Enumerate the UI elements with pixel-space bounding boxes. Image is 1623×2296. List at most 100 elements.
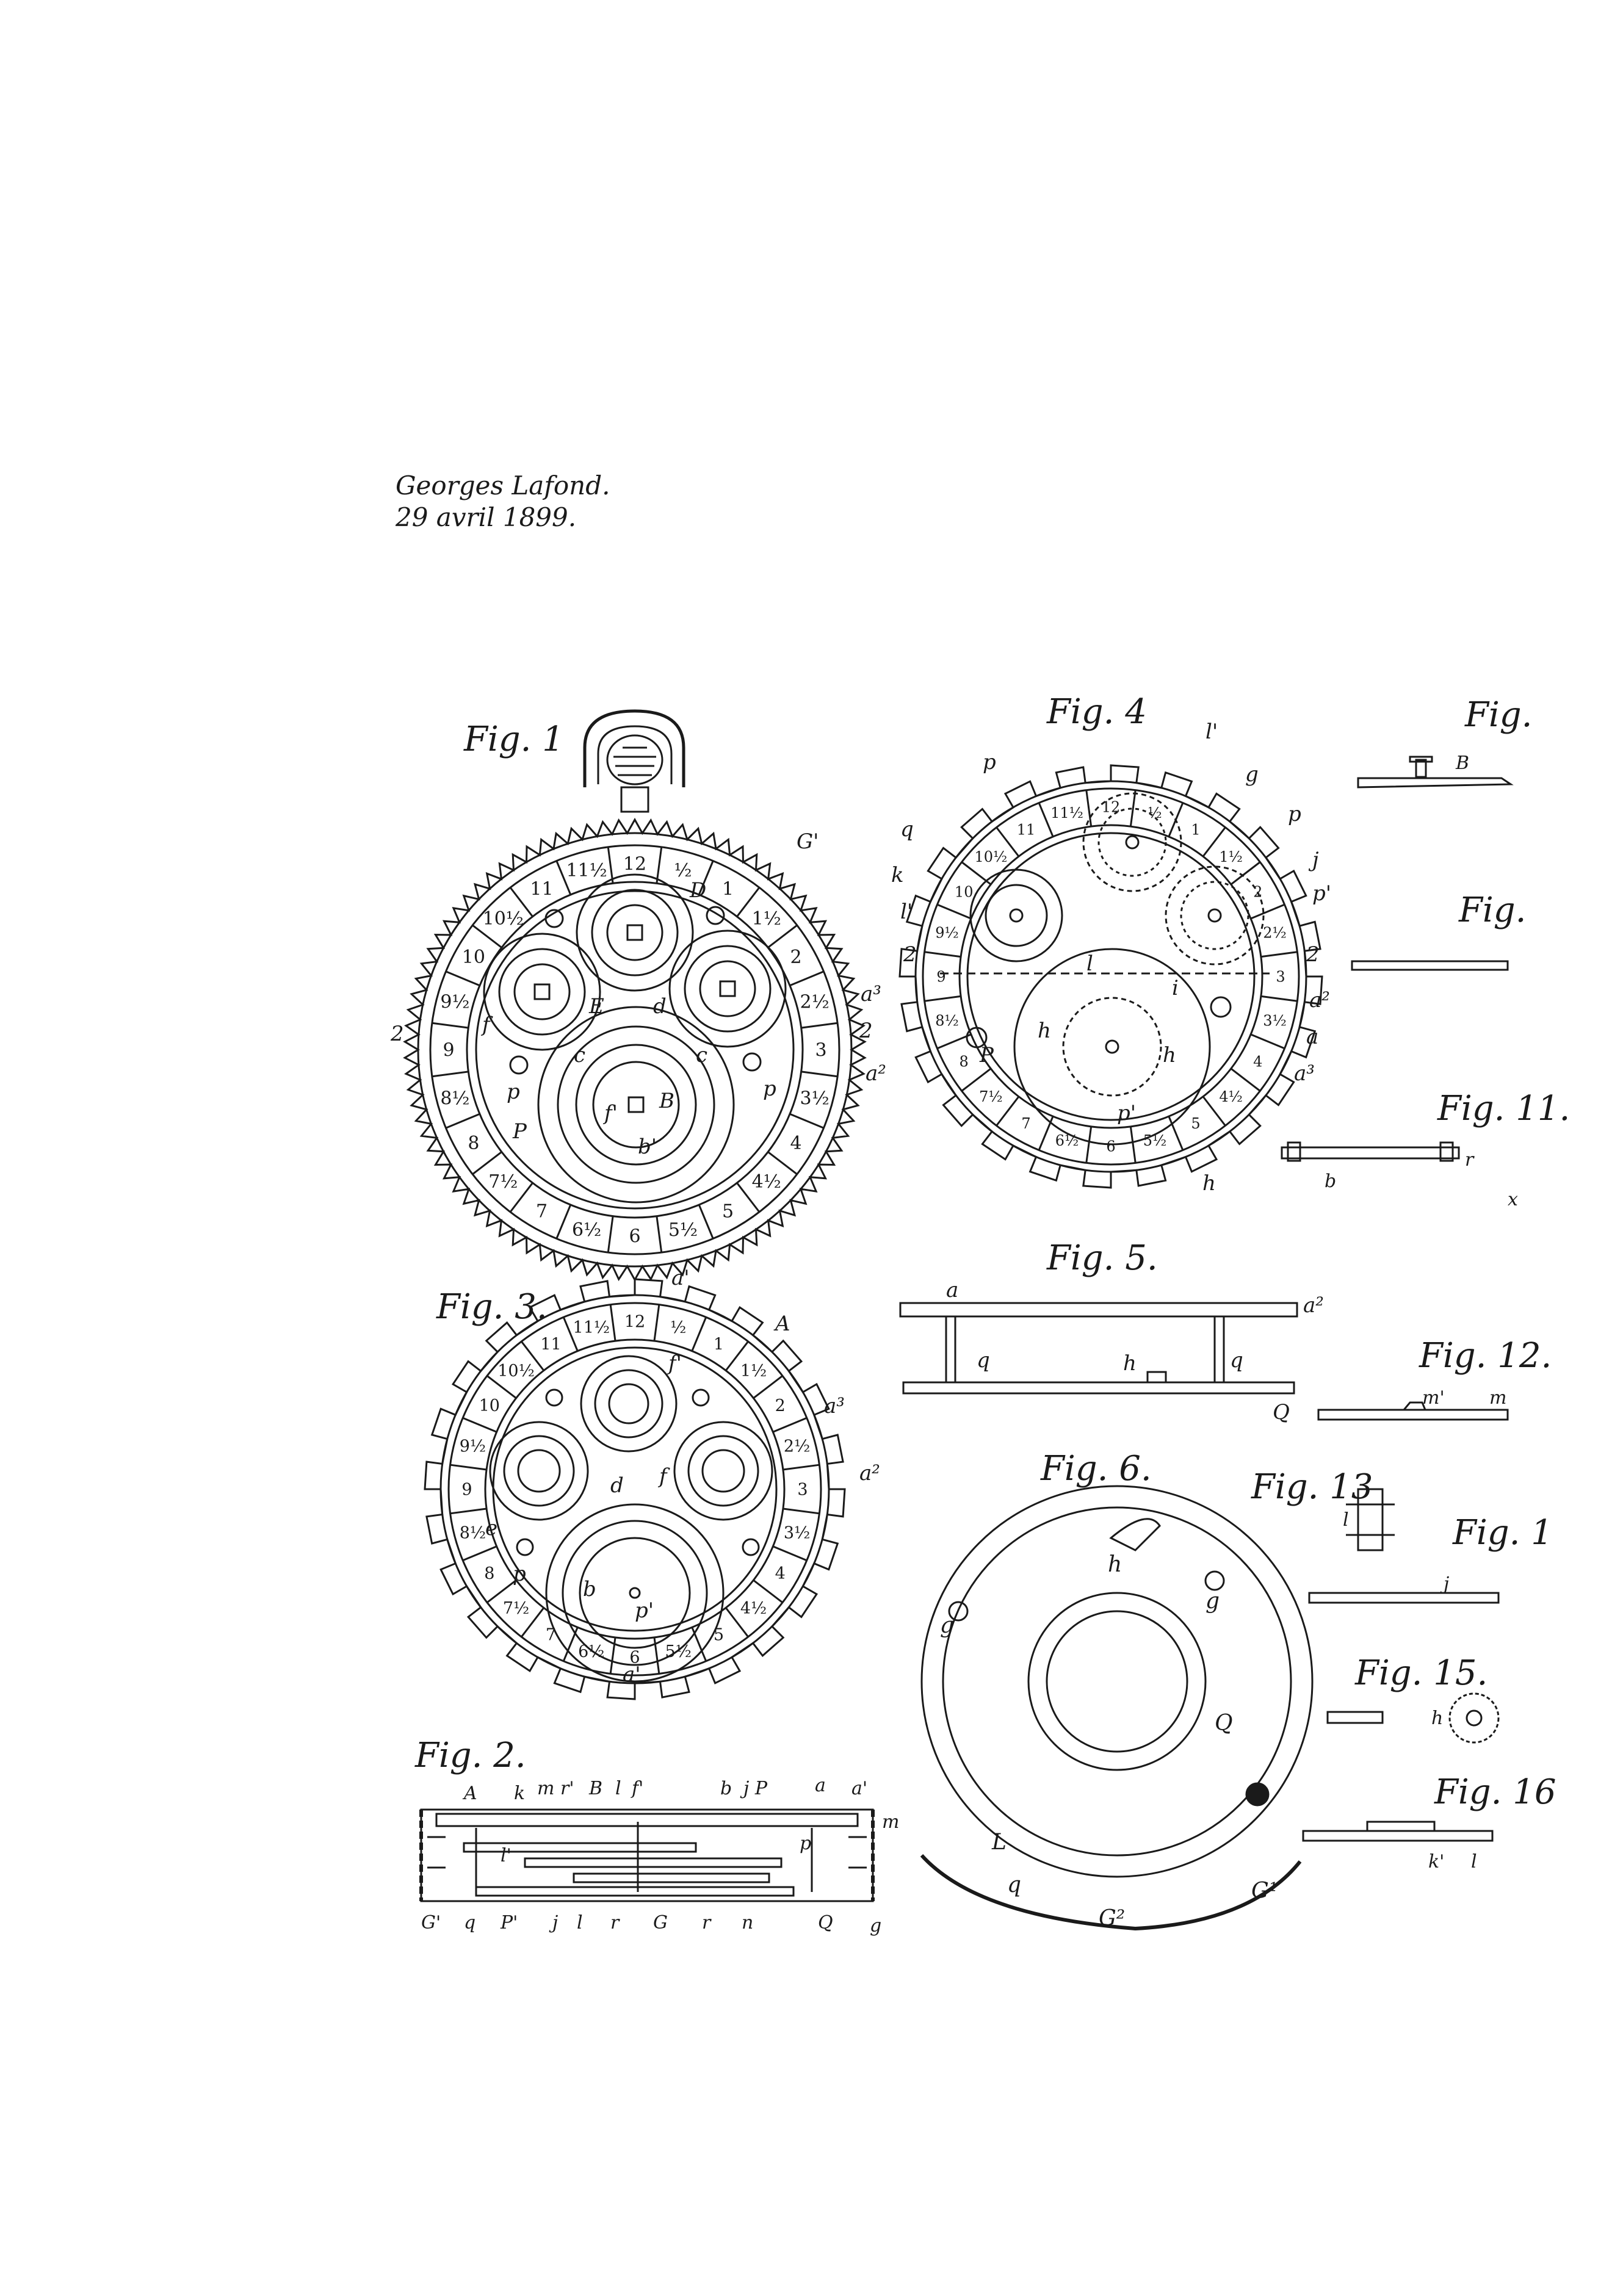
fig4-wheel-top xyxy=(1082,792,1182,892)
svg-text:l: l xyxy=(1343,1509,1349,1531)
dial-number: 6 xyxy=(1106,1138,1115,1155)
svg-text:D: D xyxy=(689,878,706,903)
svg-text:m': m' xyxy=(1422,1387,1445,1409)
svg-text:Fig.: Fig. xyxy=(1458,890,1526,930)
svg-text:a³: a³ xyxy=(861,982,881,1006)
dial-number: 3½ xyxy=(800,1088,830,1109)
svg-text:p': p' xyxy=(1312,881,1331,906)
fig4-label: Fig. 4 xyxy=(1046,692,1147,732)
svg-text:h: h xyxy=(1431,1708,1443,1729)
svg-text:a': a' xyxy=(851,1778,867,1799)
castellated-edge xyxy=(424,1278,846,1700)
fig1-bow xyxy=(583,709,685,787)
svg-text:q: q xyxy=(977,1348,990,1373)
svg-text:h: h xyxy=(1038,1019,1051,1043)
dial-number: 7½ xyxy=(503,1599,529,1618)
svg-text:2: 2 xyxy=(859,1019,873,1043)
svg-text:p': p' xyxy=(1117,1101,1136,1125)
fig6-center-ring xyxy=(1027,1592,1207,1771)
svg-text:Q: Q xyxy=(1273,1400,1290,1424)
svg-text:a³: a³ xyxy=(1294,1061,1315,1086)
svg-text:a²: a² xyxy=(1303,1293,1324,1318)
dial-number: 8½ xyxy=(460,1524,486,1543)
fig1-letter-G1: G' xyxy=(797,829,819,854)
dial-number: 11½ xyxy=(566,860,607,881)
dial-number: 9½ xyxy=(460,1437,486,1456)
fig1-screw-right xyxy=(742,1052,762,1072)
svg-text:a: a xyxy=(946,1278,958,1302)
dial-number: 3½ xyxy=(1263,1012,1287,1029)
svg-text:G²: G² xyxy=(1099,1906,1125,1931)
svg-text:l': l' xyxy=(900,900,913,924)
fig1-pendant xyxy=(620,786,649,813)
dial-number: 6½ xyxy=(572,1219,601,1241)
fig1-subdial-top xyxy=(576,873,694,992)
svg-text:l: l xyxy=(577,1912,583,1933)
dial-number: 6½ xyxy=(578,1642,604,1661)
fig15-ratchet xyxy=(1448,1692,1500,1744)
dial-number: ½ xyxy=(670,1318,686,1337)
dial-number: 6 xyxy=(629,1226,640,1247)
dial-number: 10½ xyxy=(974,848,1007,865)
dial-number: 3 xyxy=(1276,968,1285,985)
dial-number: 12 xyxy=(623,854,646,875)
svg-text:P: P xyxy=(979,1043,994,1067)
svg-text:L: L xyxy=(991,1830,1007,1855)
fig1-screw-left xyxy=(509,1055,529,1075)
fig6-spring-arc xyxy=(920,1854,1302,1931)
svg-text:f: f xyxy=(657,1464,670,1489)
svg-text:a': a' xyxy=(671,1266,690,1290)
svg-text:r: r xyxy=(610,1912,620,1933)
inventor-name: Georges Lafond. xyxy=(396,471,610,500)
dial-number: 7 xyxy=(536,1201,548,1222)
svg-text:c: c xyxy=(574,1043,585,1067)
fig11-part: Fig. 11. b r x xyxy=(1281,1089,1570,1210)
dial-number: 9½ xyxy=(935,924,959,941)
svg-text:Q: Q xyxy=(1215,1711,1233,1736)
dial-number: 9 xyxy=(936,968,945,985)
dial-number: ½ xyxy=(674,860,692,881)
svg-text:r: r xyxy=(1465,1149,1475,1171)
svg-text:A: A xyxy=(462,1783,477,1804)
dial-number: 2 xyxy=(775,1396,786,1415)
dial-number: 5 xyxy=(714,1626,724,1645)
dial-number: 12 xyxy=(624,1312,645,1331)
dial-number: 9 xyxy=(461,1480,472,1499)
svg-text:p: p xyxy=(1288,802,1301,826)
svg-text:f': f' xyxy=(667,1351,682,1376)
fig4-barrel xyxy=(1013,948,1211,1146)
svg-text:d: d xyxy=(610,1473,624,1498)
fig6-case-back: Fig. 6. h g g Q L q G² G¹ xyxy=(920,1449,1314,1931)
svg-text:B: B xyxy=(1455,753,1469,774)
svg-text:h: h xyxy=(1123,1351,1137,1376)
dial-number: 10½ xyxy=(483,908,524,930)
fig15-part: Fig. 15. h xyxy=(1326,1653,1500,1744)
svg-text:Fig. 11.: Fig. 11. xyxy=(1437,1089,1570,1128)
svg-text:a²: a² xyxy=(859,1461,880,1486)
svg-text:f': f' xyxy=(631,1778,643,1799)
dial-number: 10 xyxy=(479,1396,500,1415)
svg-text:r: r xyxy=(702,1912,712,1933)
svg-text:h: h xyxy=(1163,1043,1176,1067)
dial-number: 3 xyxy=(815,1040,826,1061)
svg-text:g: g xyxy=(1206,1589,1220,1614)
svg-text:2: 2 xyxy=(390,1022,404,1046)
dial-number: 2 xyxy=(790,947,802,968)
dial-number: 4 xyxy=(790,1133,802,1154)
svg-text:Fig. 12.: Fig. 12. xyxy=(1419,1336,1552,1376)
dial-number: 9½ xyxy=(440,992,469,1013)
dial-number: 1 xyxy=(714,1335,724,1354)
svg-text:b: b xyxy=(720,1778,732,1799)
dial-number: 2½ xyxy=(1263,924,1287,941)
svg-text:A: A xyxy=(773,1312,790,1336)
dial-number: 1½ xyxy=(1219,848,1243,865)
svg-text:l': l' xyxy=(1206,720,1218,744)
svg-text:b: b xyxy=(583,1577,596,1601)
svg-text:h: h xyxy=(1202,1171,1216,1196)
fig1-crown xyxy=(606,734,663,785)
svg-text:P: P xyxy=(512,1119,527,1144)
svg-text:p: p xyxy=(513,1562,526,1586)
